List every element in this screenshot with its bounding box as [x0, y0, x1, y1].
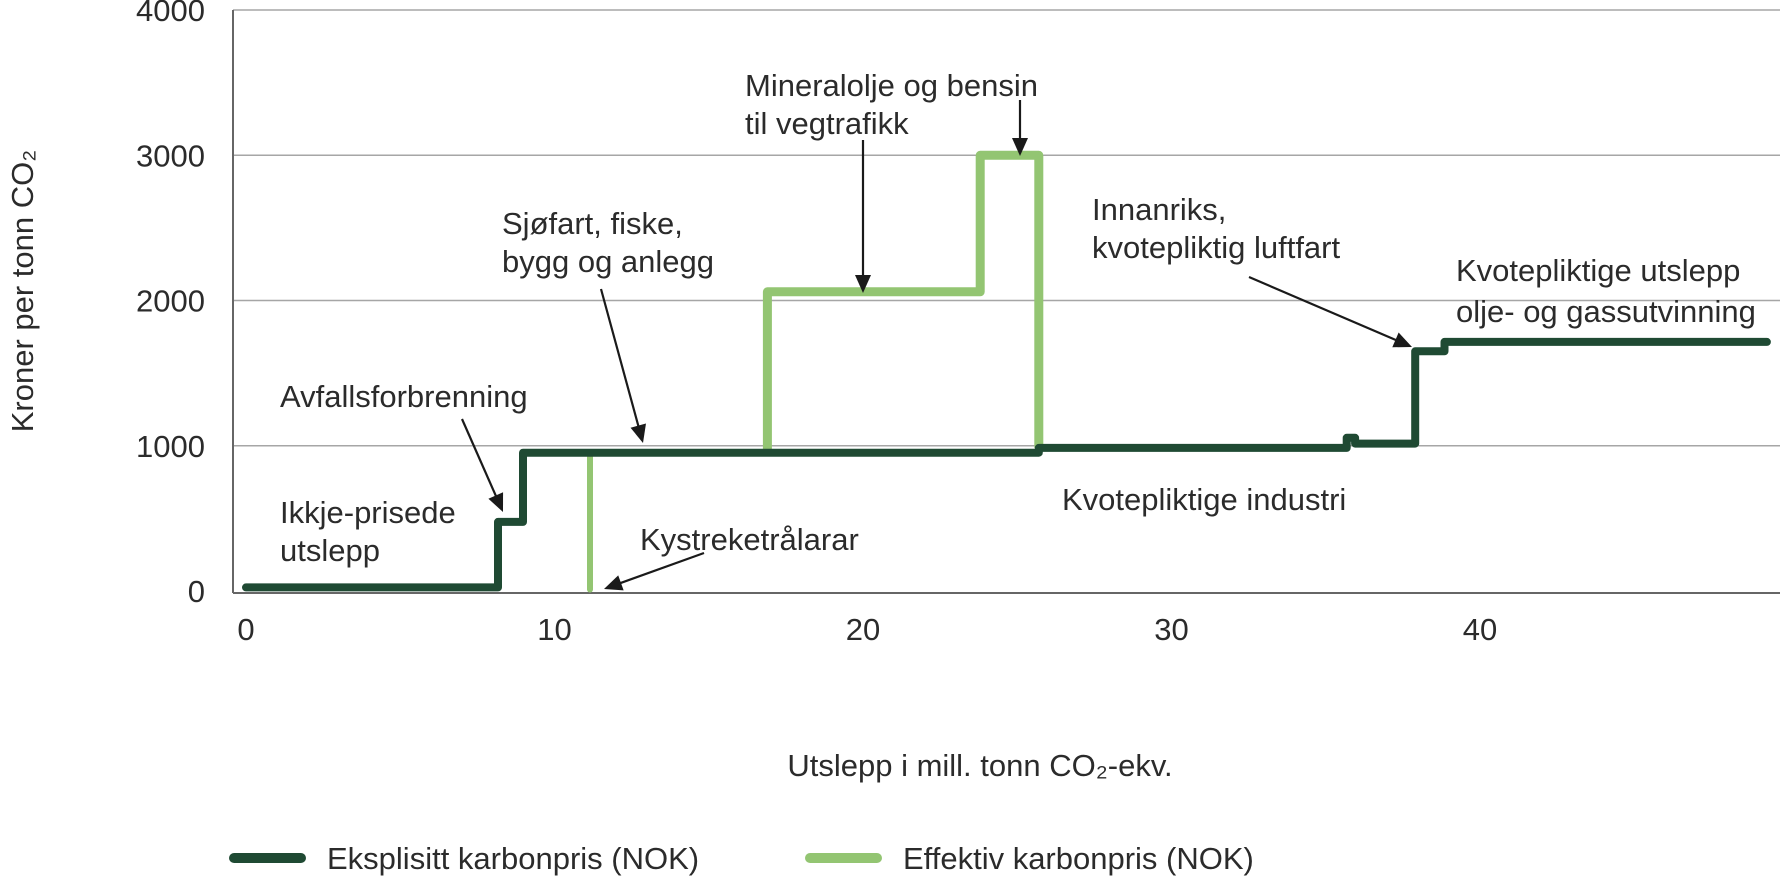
y-tick-label-0: 0 — [188, 574, 205, 609]
annotation-arrowhead — [488, 492, 504, 512]
annotation-kvoteindustri: Kvotepliktige industri — [1062, 482, 1346, 517]
annotation-arrow — [614, 551, 705, 586]
x-axis-title: Utslepp i mill. tonn CO₂-ekv. — [787, 748, 1172, 783]
annotation-arrowhead — [1392, 332, 1412, 348]
annotation-arrow — [460, 418, 500, 502]
x-tick-label-20: 20 — [846, 612, 880, 647]
y-tick-label-1000: 1000 — [136, 429, 205, 464]
series-eksplisitt-karbonpris — [242, 337, 1771, 592]
legend-label-0: Eksplisitt karbonpris (NOK) — [327, 841, 699, 876]
annotation-arrowhead — [1012, 138, 1028, 156]
arrow-layer — [460, 100, 1412, 591]
legend-label-1: Effektiv karbonpris (NOK) — [903, 841, 1254, 876]
legend: Eksplisitt karbonpris (NOK) Effektiv karb… — [229, 841, 1254, 876]
annotation-arrowhead — [855, 275, 871, 293]
series-layer — [242, 150, 1771, 593]
axis-layer: Kroner per tonn CO₂ Utslepp i mill. tonn… — [5, 150, 1173, 783]
annotation-arrow — [599, 288, 641, 432]
y-tick-label-3000: 3000 — [136, 138, 205, 173]
x-tick-label-10: 10 — [537, 612, 571, 647]
x-tick-label-0: 0 — [237, 612, 254, 647]
annotation-avfall: Avfallsforbrenning — [280, 379, 528, 414]
series-effektiv-karbonpris — [762, 150, 1044, 453]
legend-swatch-1 — [805, 853, 882, 863]
annotation-innanriks: Innanriks,kvotepliktig luftfart — [1092, 192, 1340, 265]
annotation-kystreke: Kystreketrålarar — [640, 522, 859, 557]
legend-swatch-0 — [229, 853, 306, 863]
y-tick-label-2000: 2000 — [136, 284, 205, 319]
x-tick-label-40: 40 — [1463, 612, 1497, 647]
annotation-sjofart: Sjøfart, fiske,bygg og anlegg — [502, 206, 714, 279]
annotation-arrowhead — [604, 575, 624, 591]
x-tick-label-30: 30 — [1154, 612, 1188, 647]
y-axis-title: Kroner per tonn CO₂ — [5, 150, 40, 433]
y-tick-label-4000: 4000 — [136, 0, 205, 28]
annotation-arrowhead — [630, 423, 646, 443]
annotation-arrow — [1248, 275, 1402, 344]
